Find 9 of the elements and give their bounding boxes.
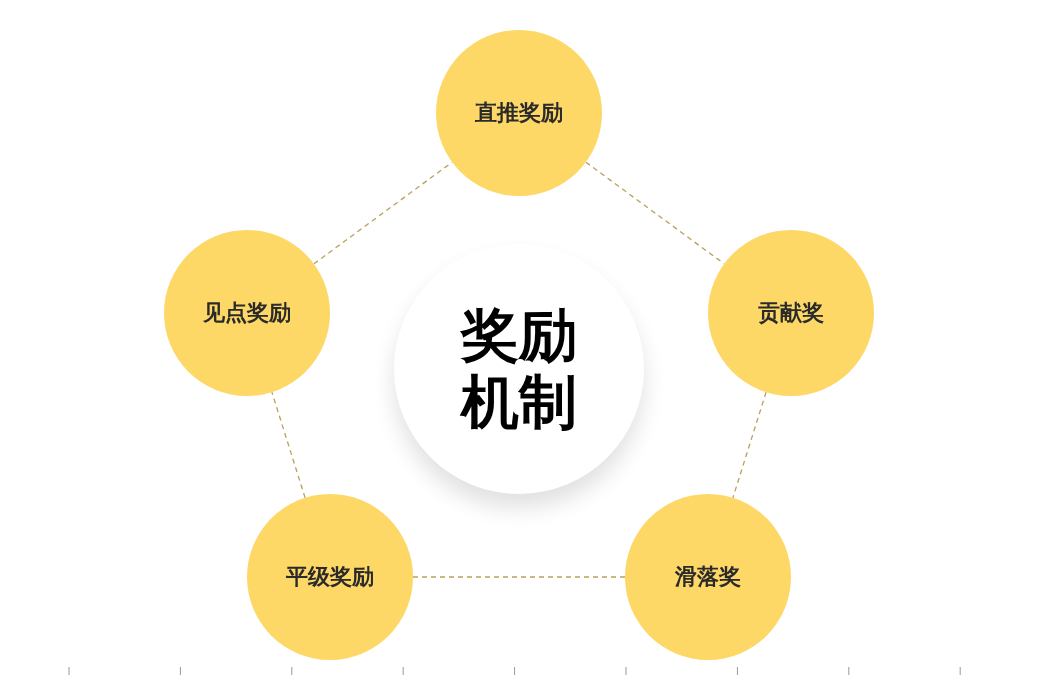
center-title: 奖励机制 [459,302,578,436]
node-label: 贡献奖 [758,299,824,327]
dashed-connector [732,391,767,499]
dashed-connector [412,576,626,578]
node-label: 滑落奖 [675,563,741,591]
node-label: 见点奖励 [203,299,291,327]
node-label: 平级奖励 [286,563,374,591]
node-label: 直推奖励 [475,99,563,127]
dashed-connector [271,391,306,499]
